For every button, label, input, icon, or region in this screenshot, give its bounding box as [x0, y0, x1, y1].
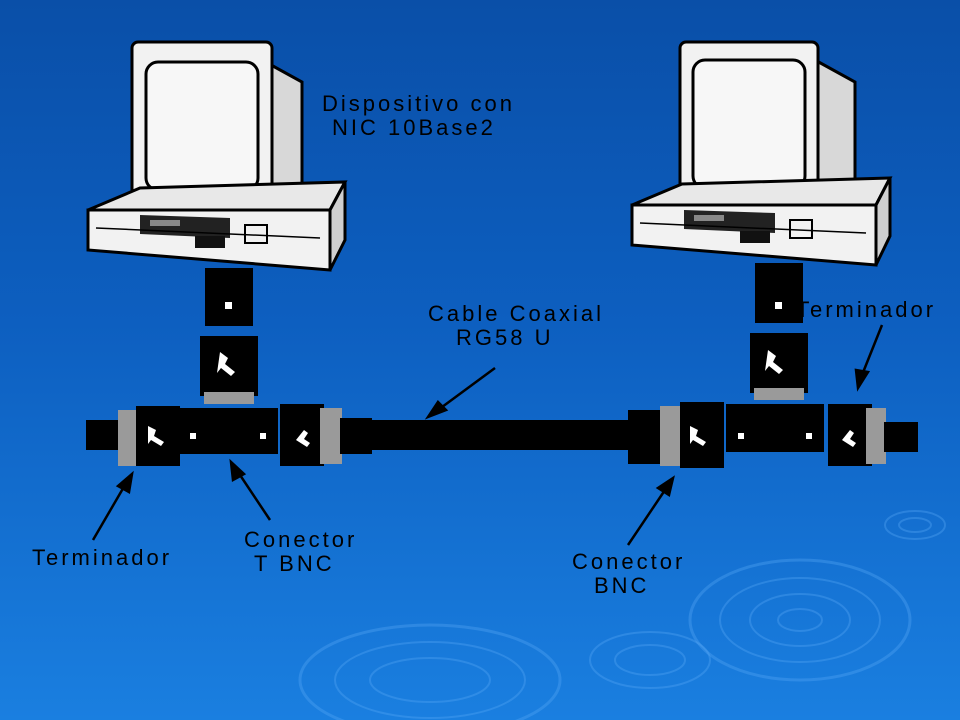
t-connector-label: Conector T BNC	[244, 528, 357, 576]
cable-label-line1: Cable Coaxial	[428, 301, 604, 326]
right-assembly	[628, 263, 918, 468]
bnc-connector-arrow	[626, 489, 667, 546]
device-label: Dispositivo con NIC 10Base2	[322, 92, 515, 140]
bnc-connector-label-line2: BNC	[594, 573, 650, 598]
computer-left	[86, 40, 348, 272]
t-connector-arrow	[236, 471, 272, 521]
bnc-connector-label-line1: Conector	[572, 549, 686, 574]
terminator-left-arrow	[91, 484, 127, 541]
cable-label: Cable Coaxial RG58 U	[428, 302, 604, 350]
terminator-right-label: Terminador	[796, 297, 937, 322]
cable-arrow	[437, 366, 496, 412]
cable-label-line2: RG58 U	[456, 325, 554, 350]
bnc-connector-label: Conector BNC	[572, 550, 685, 598]
terminator-left-label: Terminador	[32, 545, 173, 570]
background-ripples	[298, 510, 946, 720]
t-connector-label-line2: T BNC	[254, 551, 335, 576]
computer-right	[630, 40, 893, 267]
device-label-line1: Dispositivo con	[322, 91, 515, 116]
coax-cable	[370, 420, 635, 450]
label-arrows	[91, 324, 884, 546]
terminator-right-arrow	[860, 324, 884, 376]
t-connector-label-line1: Conector	[244, 527, 358, 552]
left-assembly	[86, 268, 372, 466]
device-label-line2: NIC 10Base2	[332, 115, 496, 140]
